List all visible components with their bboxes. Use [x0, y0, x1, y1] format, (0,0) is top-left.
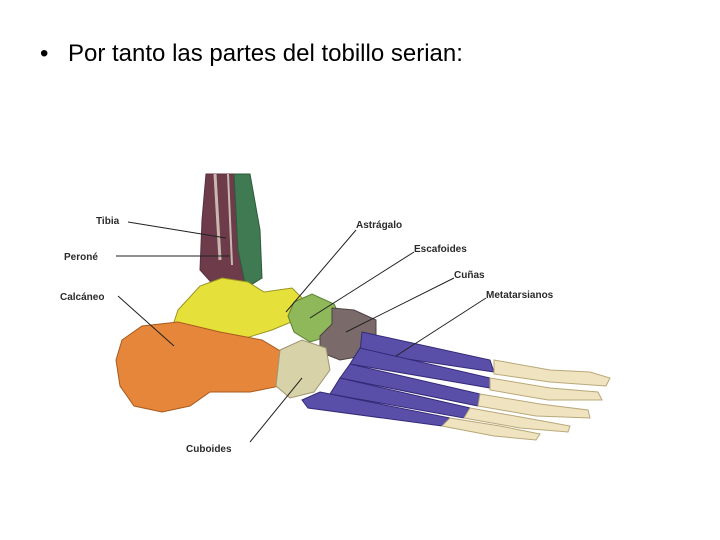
- label-tibia: Tibia: [96, 216, 120, 227]
- label-calcaneo: Calcáneo: [60, 292, 104, 303]
- ankle-svg: Tibia Peroné Calcáneo Astrágalo Escafoid…: [50, 160, 650, 480]
- ankle-anatomy-diagram: Tibia Peroné Calcáneo Astrágalo Escafoid…: [50, 160, 650, 480]
- calcaneo-bone: [116, 322, 282, 412]
- label-metatarsianos: Metatarsianos: [486, 290, 554, 301]
- label-cunas: Cuñas: [454, 270, 485, 281]
- bullet-marker: •: [40, 40, 68, 68]
- bullet-item: •Por tanto las partes del tobillo serian…: [40, 40, 463, 68]
- label-astragalo: Astrágalo: [356, 220, 402, 231]
- bullet-text: Por tanto las partes del tobillo serian:: [68, 40, 463, 67]
- cuboides-bone: [276, 340, 330, 398]
- label-cuboides: Cuboides: [186, 444, 232, 455]
- label-escafoides: Escafoides: [414, 244, 467, 255]
- label-perone: Peroné: [64, 252, 98, 263]
